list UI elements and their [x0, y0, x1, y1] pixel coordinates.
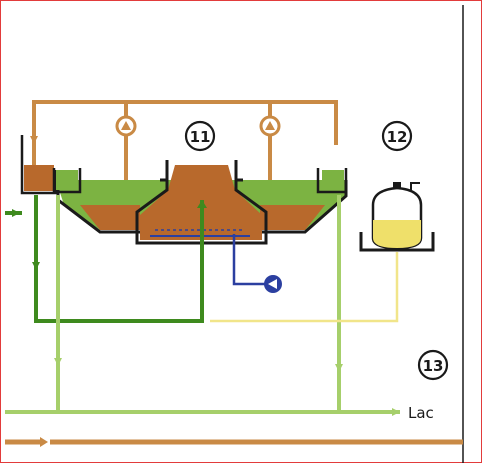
arrow-icon [54, 358, 62, 366]
outlet-label: Lac [408, 404, 434, 422]
arrow-icon [392, 408, 400, 416]
arrow-icon [32, 262, 40, 270]
pump-icon [259, 115, 281, 137]
label-12-text: 12 [387, 128, 408, 146]
reagent-tank [359, 182, 435, 252]
arrow-icon [335, 364, 343, 372]
blue-sludge-pipe [232, 234, 265, 286]
arrow-icon [12, 209, 20, 217]
pump-icon [115, 115, 137, 137]
sludge-pump-icon [264, 275, 282, 293]
label-11-text: 11 [190, 128, 211, 146]
yellow-dosing-pipe [210, 252, 399, 323]
overflow-box-left [52, 168, 82, 194]
arrow-icon [40, 437, 48, 447]
label-13: 13 [417, 349, 449, 381]
overflow-box-right [316, 168, 348, 194]
label-11: 11 [184, 120, 216, 152]
label-13-text: 13 [423, 357, 444, 375]
arrow-icon [197, 200, 207, 208]
light-green-pipe [5, 195, 400, 414]
inlet-chamber [20, 135, 58, 195]
label-12: 12 [381, 120, 413, 152]
